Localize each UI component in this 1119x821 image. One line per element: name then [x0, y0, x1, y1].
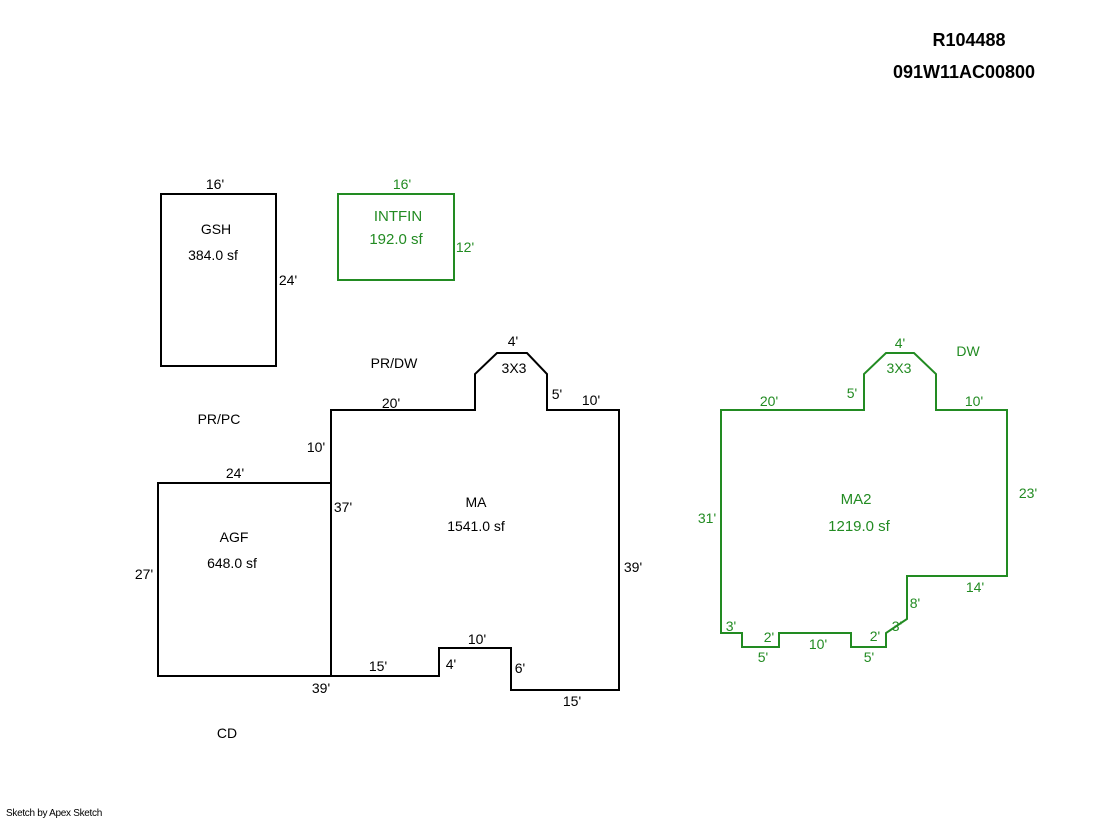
label-cd: CD — [217, 725, 237, 741]
ma-dim-bay-right: 5' — [552, 386, 562, 402]
ma-code: MA — [466, 494, 488, 510]
agf-dim-left: 27' — [135, 566, 153, 582]
ma2-bay-label: 3X3 — [887, 360, 912, 376]
agf-dim-bottom: 39' — [312, 680, 330, 696]
gsh-dim-top: 16' — [206, 176, 224, 192]
agf-code: AGF — [220, 529, 249, 545]
ma-dim-bottom-right: 15' — [563, 693, 581, 709]
ma-dim-notch-top: 10' — [468, 631, 486, 647]
ma2-dim-step-r1: 2' — [870, 628, 880, 644]
ma-dim-bottom-left: 15' — [369, 658, 387, 674]
ma-outline[interactable] — [330, 352, 620, 691]
ma-dim-notch-right: 6' — [515, 660, 525, 676]
ma2-dim-right: 23' — [1019, 485, 1037, 501]
intfin-outline[interactable] — [337, 193, 455, 281]
intfin-dim-right: 12' — [456, 239, 474, 255]
ma-dim-right: 39' — [624, 559, 642, 575]
ma2-area: 1219.0 sf — [828, 518, 891, 535]
gsh-outline[interactable] — [160, 193, 277, 367]
ma2-dim-step-l1: 3' — [726, 618, 736, 634]
ma-dim-top-left: 20' — [382, 395, 400, 411]
ma2-dim-step-l2: 2' — [764, 629, 774, 645]
ma2-dim-top-right: 10' — [965, 393, 983, 409]
sketch-credit: Sketch by Apex Sketch — [6, 808, 102, 819]
ma-dim-left-lower: 37' — [334, 499, 352, 515]
ma-dim-top-right: 10' — [582, 392, 600, 408]
intfin-dim-top: 16' — [393, 176, 411, 192]
gsh-code: GSH — [201, 221, 231, 237]
ma-dim-left-upper: 10' — [307, 439, 325, 455]
agf-outline[interactable] — [157, 482, 332, 677]
ma2-outline[interactable] — [720, 352, 1008, 648]
record-id: R104488 — [932, 30, 1006, 50]
ma2-dim-step-r3: 5' — [864, 649, 874, 665]
ma2-dim-bottom-mid: 10' — [809, 636, 827, 652]
ma2-dim-bay-left: 5' — [847, 385, 857, 401]
label-dw: DW — [956, 343, 980, 359]
ma2-dim-step-r2: 3' — [892, 618, 902, 634]
gsh-area: 384.0 sf — [188, 247, 238, 263]
ma2-dim-step-bottom: 14' — [966, 579, 984, 595]
ma-dim-notch-left: 4' — [446, 656, 456, 672]
ma-dim-bay-top: 4' — [508, 333, 518, 349]
ma2-dim-step-l3: 5' — [758, 649, 768, 665]
ma2-dim-left: 31' — [698, 510, 716, 526]
ma2-dim-bay-top: 4' — [895, 335, 905, 351]
ma-area: 1541.0 sf — [447, 518, 505, 534]
parcel-id: 091W11AC00800 — [892, 62, 1036, 82]
intfin-code: INTFIN — [374, 208, 422, 225]
gsh-dim-right: 24' — [279, 272, 297, 288]
agf-dim-top: 24' — [226, 465, 244, 481]
ma2-code: MA2 — [841, 491, 872, 508]
label-pr-pc: PR/PC — [198, 411, 241, 427]
ma2-dim-top-left: 20' — [760, 393, 778, 409]
ma2-dim-step-diag: 8' — [910, 595, 920, 611]
intfin-area: 192.0 sf — [369, 231, 423, 248]
label-pr-dw: PR/DW — [371, 355, 418, 371]
ma-bay-label: 3X3 — [502, 360, 527, 376]
agf-area: 648.0 sf — [207, 555, 257, 571]
